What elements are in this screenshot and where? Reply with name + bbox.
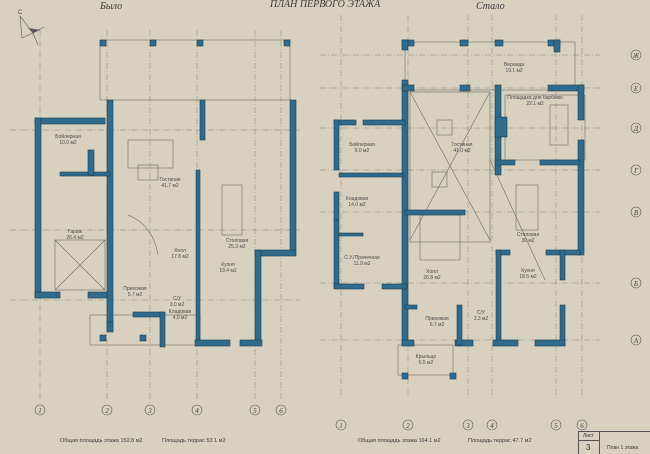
svg-text:А: А: [633, 337, 639, 345]
svg-text:1: 1: [339, 422, 343, 430]
sheet-name: План 1 этажа: [607, 445, 639, 451]
after-label: Стало: [476, 1, 505, 12]
title-block: Лист 3 План 1 этажа: [578, 431, 650, 454]
svg-text:3: 3: [465, 422, 470, 430]
before-total-area: Общая площадь этажа 152,8 м2: [60, 438, 143, 444]
compass-icon: С: [18, 10, 45, 46]
svg-text:6: 6: [580, 422, 584, 430]
svg-text:5: 5: [253, 407, 257, 415]
svg-text:5: 5: [554, 422, 558, 430]
page-title: ПЛАН ПЕРВОГО ЭТАЖА: [269, 0, 381, 10]
svg-text:В: В: [634, 209, 639, 217]
before-label: Было: [99, 1, 122, 12]
before-terrace-area: Площадь террас 53.1 м2: [162, 438, 226, 444]
title-block-divider: [579, 440, 599, 441]
svg-text:Б: Б: [633, 280, 638, 288]
svg-text:С/У3.0 м2: С/У3.0 м2: [170, 296, 185, 308]
after-terrace-area: Площадь террас 47.7 м2: [468, 438, 532, 444]
svg-text:С: С: [18, 10, 23, 16]
before-axis-bubbles: 1 2 3 4 5 6: [34, 404, 287, 416]
svg-text:4: 4: [195, 407, 199, 415]
svg-text:Д: Д: [633, 125, 639, 133]
title-block-divider: [599, 432, 600, 454]
after-row-bubbles: Ж Е Д Г В Б А: [630, 49, 642, 346]
svg-text:3: 3: [147, 407, 152, 415]
after-axis-bubbles: 1 2 3 4 5 6: [335, 419, 588, 431]
svg-text:Ж: Ж: [632, 52, 640, 60]
svg-text:С/У3.3 м2: С/У3.3 м2: [474, 310, 489, 322]
svg-text:2: 2: [105, 407, 109, 415]
svg-text:6: 6: [279, 407, 283, 415]
svg-text:2: 2: [406, 422, 410, 430]
before-plan: [34, 39, 297, 348]
svg-text:4: 4: [490, 422, 494, 430]
after-plan: [333, 39, 586, 380]
sheet-label: Лист: [583, 433, 594, 439]
svg-text:Е: Е: [633, 85, 639, 93]
sheet-number: 3: [586, 443, 591, 452]
after-total-area: Общая площадь этажа 164.1 м2: [358, 438, 441, 444]
svg-text:1: 1: [38, 407, 42, 415]
svg-text:Г: Г: [633, 167, 639, 175]
